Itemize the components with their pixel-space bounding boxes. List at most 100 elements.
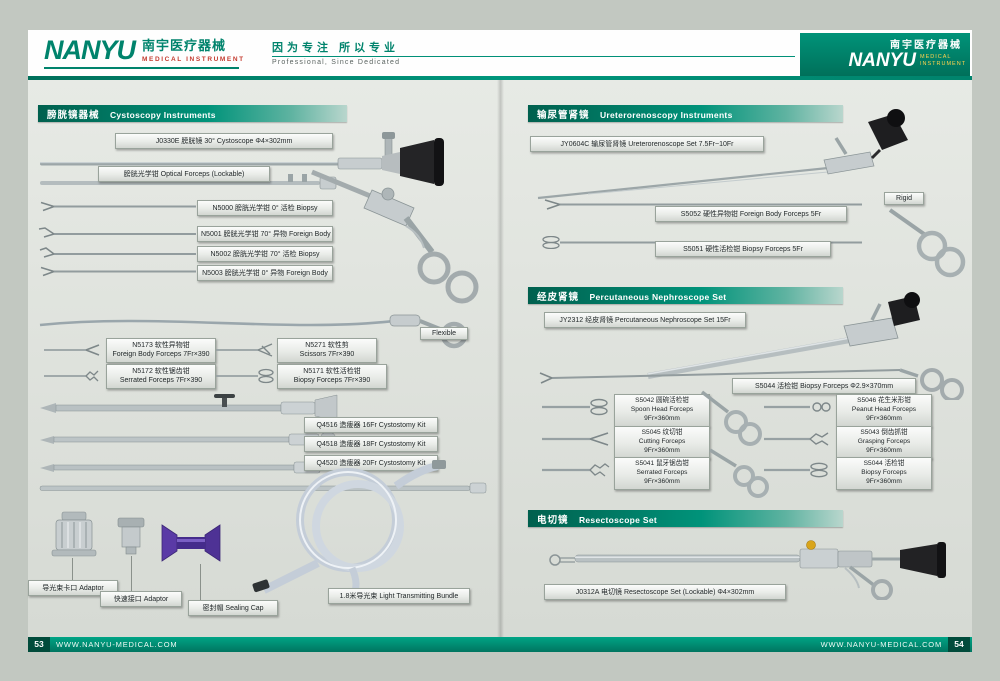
section-title-en: Cystoscopy Instruments (109, 110, 216, 120)
section-title-cn: 电切镜 (537, 515, 569, 526)
label-rigid-forceps-s5052: S5052 硬性异物钳 Foreign Body Forceps 5Fr (655, 206, 847, 222)
site-url-left: WWW.NANYU-MEDICAL.COM (56, 640, 178, 649)
section-title-en: Resectoscope Set (578, 515, 657, 525)
label-optical-forceps-n5002: N5002 膀胱光学钳 70° 活检 Biopsy (197, 246, 333, 262)
page-number-left: 53 (28, 637, 50, 652)
label-text-cn: S5046 花生米形钳 (857, 397, 911, 404)
label-text-size: 9Fr×360mm (866, 477, 902, 485)
logo-underline (44, 67, 239, 69)
label-text-size: 9Fr×360mm (866, 446, 902, 454)
section-title-cn: 输尿管肾镜 (537, 110, 590, 121)
label-text-en: Foreign Body Forceps 7Fr×390 (112, 351, 210, 359)
label-nephro-forceps-s5044: S5044 活检钳 Biopsy Forceps 9Fr×360mm (836, 457, 932, 490)
label-text-size: 9Fr×360mm (644, 414, 680, 422)
label-sealing-cap: 密封帽 Sealing Cap (188, 600, 278, 616)
label-flex-forceps-n5172: N5172 软性锯齿钳 Serrated Forceps 7Fr×390 (106, 364, 216, 389)
flexible-biopsy-tip-icon (216, 368, 274, 384)
label-optical-forceps-n5001: N5001 膀胱光学钳 70° 异物 Foreign Body (197, 226, 333, 242)
optical-forceps-working-element-image (311, 169, 479, 304)
section-header-resectoscope: 电切镜 Resectoscope Set (528, 510, 843, 527)
section-header-cystoscopy: 膀胱镜器械 Cystoscopy Instruments (38, 105, 347, 122)
spoon-head-tip-icon (542, 398, 608, 416)
label-text-en: Spoon Head Forceps (630, 405, 694, 413)
label-nephro-forceps-s5046: S5046 花生米形钳 Peanut Head Forceps 9Fr×360m… (836, 394, 932, 427)
light-guide-adaptor-image (51, 511, 97, 557)
label-cystoscope: J0330E 膀胱镜 30° Cystoscope Φ4×302mm (115, 133, 333, 149)
label-text-cn: N5271 软性剪 (305, 342, 349, 349)
rigid-forceps-handle-image (888, 208, 966, 278)
brand-name-right: NANYU (848, 50, 916, 71)
brand-subtitle: MEDICAL INSTRUMENT (142, 56, 245, 63)
leader-line (131, 556, 132, 592)
resectoscope-image (549, 540, 946, 600)
label-text-en: Serrated Forceps 7Fr×390 (119, 377, 203, 385)
tag-flexible: Flexible (420, 327, 468, 340)
biopsy-forceps-tip-icon (764, 462, 828, 478)
serrated-forceps-tip-icon (542, 463, 610, 477)
slogan-divider (272, 56, 795, 57)
brand-subtitle-right: MEDICAL INSTRUMENT (920, 54, 967, 68)
cystoscope-image (40, 132, 444, 186)
label-cystostomy-q4518: Q4518 造瘘器 18Fr Cystostomy Kit (304, 436, 438, 452)
page-number-right: 54 (948, 637, 970, 652)
label-optical-forceps: 膀胱光学钳 Optical Forceps (Lockable) (98, 166, 270, 182)
brand-name-block: 南宇医疗器械 MEDICAL INSTRUMENT (142, 35, 245, 63)
label-text-cn: S5042 圆碗活检钳 (635, 397, 689, 404)
flexible-foreign-body-tip-icon (44, 344, 100, 356)
label-text-en: Biopsy Forceps 7Fr×390 (293, 377, 371, 385)
peanut-head-tip-icon (764, 402, 831, 412)
label-quick-adaptor: 快速接口 Adaptor (100, 591, 182, 607)
label-nephro-forceps-s5041: S5041 鼠牙锯齿钳 Serrated Forceps 9Fr×360mm (614, 457, 710, 490)
label-text-en: Cutting Forceps (638, 437, 686, 445)
label-nephro-forceps-s5043: S5043 倒齿抓钳 Grasping Forceps 9Fr×360mm (836, 426, 932, 459)
header-rule (28, 76, 972, 80)
label-text-cn: S5045 纹切钳 (641, 429, 683, 436)
label-text-cn: S5044 活检钳 (863, 460, 905, 467)
ureteroscope-image (537, 109, 908, 200)
cutting-forceps-tip-icon (542, 432, 609, 446)
label-resectoscope: J0312A 电切镜 Resectoscope Set (Lockable) Φ… (544, 584, 786, 600)
brand-name: NANYU (44, 35, 136, 65)
footer-bar (28, 637, 972, 652)
brand-logo-right: 南宇医疗器械 NANYU MEDICAL INSTRUMENT (800, 33, 970, 76)
label-light-guide-adaptor: 导光束卡口 Adaptor (28, 580, 118, 596)
label-flex-forceps-n5173: N5173 软性异物钳 Foreign Body Forceps 7Fr×390 (106, 338, 216, 363)
brand-logo-left: NANYU 南宇医疗器械 MEDICAL INSTRUMENT (44, 35, 245, 65)
label-nephro-forceps-s5042: S5042 圆碗活检钳 Spoon Head Forceps 9Fr×360mm (614, 394, 710, 427)
optical-forceps-70deg-foreign-image (38, 227, 196, 238)
grasping-forceps-tip-icon (764, 432, 829, 446)
label-nephro-forceps-s5045: S5045 纹切钳 Cutting Forceps 9Fr×360mm (614, 426, 710, 459)
label-optical-forceps-n5003: N5003 膀胱光学钳 0° 异物 Foreign Body (197, 265, 333, 281)
nephro-forceps-handle-image (700, 390, 762, 446)
label-text-cn: N5171 软性活检钳 (303, 368, 361, 375)
section-title-cn: 经皮肾镜 (537, 292, 580, 303)
brand-name-cn: 南宇医疗器械 (142, 38, 227, 53)
slogan-en: Professional, Since Dedicated (272, 59, 401, 66)
label-flex-forceps-n5271: N5271 软性剪 Scissors 7Fr×390 (277, 338, 377, 363)
optical-forceps-0deg-foreign-image (40, 266, 196, 277)
label-flex-forceps-n5171: N5171 软性活检钳 Biopsy Forceps 7Fr×390 (277, 364, 387, 389)
label-rigid-forceps-s5051: S5051 硬性活检钳 Biopsy Forceps 5Fr (655, 241, 831, 257)
label-nephro-long-biopsy: S5044 活检钳 Biopsy Forceps Φ2.9×370mm (732, 378, 916, 394)
flexible-serrated-tip-icon (44, 370, 99, 382)
tag-rigid: Rigid (884, 192, 924, 205)
section-title-en: Ureterorenoscopy Instruments (599, 110, 733, 120)
section-title-en: Percutaneous Nephroscope Set (589, 292, 727, 302)
quick-connector-adaptor-image (117, 517, 145, 555)
label-text-cn: N5172 软性锯齿钳 (132, 368, 190, 375)
label-optical-forceps-n5000: N5000 膀胱光学钳 0° 活检 Biopsy (197, 200, 333, 216)
rigid-foreign-body-forceps-image (544, 199, 862, 210)
label-text-cn: S5043 倒齿抓钳 (860, 429, 908, 436)
label-text-en: Scissors 7Fr×390 (299, 351, 355, 359)
label-ureteroscope: JY0604C 输尿管肾镜 Ureterorenoscope Set 7.5Fr… (530, 136, 764, 152)
center-gutter (497, 80, 504, 637)
light-cable-image (252, 460, 446, 602)
label-text-en: Biopsy Forceps (861, 468, 907, 476)
leader-line (200, 564, 201, 600)
label-text-cn: S5041 鼠牙锯齿钳 (635, 460, 689, 467)
flexible-scissors-tip-icon (216, 343, 273, 357)
label-text-size: 9Fr×360mm (866, 414, 902, 422)
label-cystostomy-q4516: Q4516 造瘘器 16Fr Cystostomy Kit (304, 417, 438, 433)
leader-line (72, 558, 73, 581)
